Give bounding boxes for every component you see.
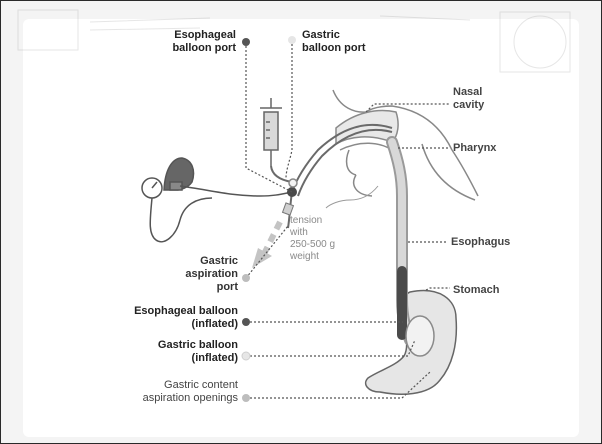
label-stomach: Stomach xyxy=(453,284,543,297)
label-gastric-aspiration-port: Gastric aspiration port xyxy=(160,255,238,294)
marker-esophageal-balloon-inflated xyxy=(242,318,250,326)
traction-arrow xyxy=(252,222,280,268)
marker-gastric-aspiration-port xyxy=(242,274,250,282)
label-gastric-balloon-port: Gastric balloon port xyxy=(302,29,392,55)
pressure-apparatus xyxy=(142,158,292,242)
label-tension-note: tension with 250-500 g weight xyxy=(290,215,360,263)
label-gastric-balloon-inflated: Gastric balloon (inflated) xyxy=(120,339,238,365)
syringe xyxy=(260,98,282,166)
junction-small xyxy=(283,203,294,215)
palate xyxy=(340,143,392,150)
label-esophagus: Esophagus xyxy=(451,236,541,249)
label-esophageal-balloon-port: Esophageal balloon port xyxy=(150,29,236,55)
label-gastric-content-openings: Gastric content aspiration openings xyxy=(110,379,238,405)
label-pharynx: Pharynx xyxy=(453,142,533,155)
marker-gastric-balloon-inflated xyxy=(242,352,250,360)
label-nasal-cavity: Nasal cavity xyxy=(453,86,513,112)
marker-gastric-balloon-port xyxy=(288,36,296,44)
marker-gastric-content-openings xyxy=(242,394,250,402)
junction-light xyxy=(289,179,297,187)
catheter xyxy=(288,125,392,228)
marker-esophageal-balloon-port xyxy=(242,38,250,46)
esophageal-balloon xyxy=(397,266,407,340)
label-esophageal-balloon-inflated: Esophageal balloon (inflated) xyxy=(110,305,238,331)
